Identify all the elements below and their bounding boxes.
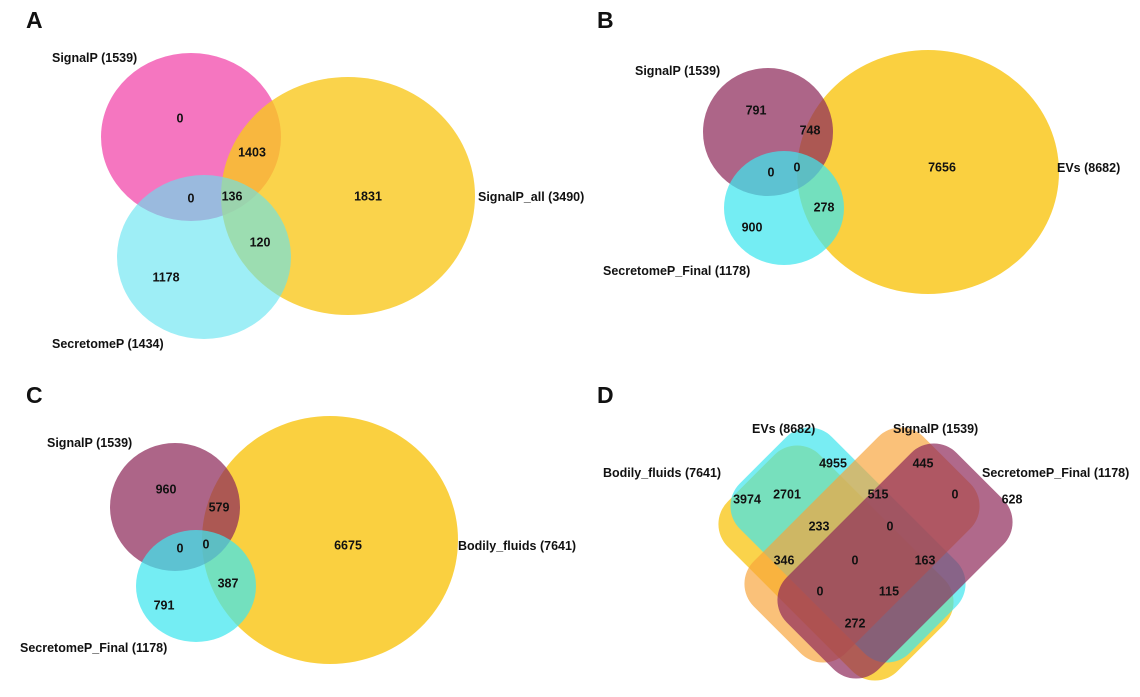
panel-d-count: 0 bbox=[952, 487, 959, 501]
panel-a-count: 1831 bbox=[354, 189, 382, 203]
panel-c-secretomep-label: SecretomeP_Final (1178) bbox=[20, 641, 167, 655]
panel-a-signalp-label: SignalP (1539) bbox=[52, 51, 137, 65]
panel-b-signalp-label: SignalP (1539) bbox=[635, 64, 720, 78]
panel-b-secretomep-circle bbox=[724, 151, 844, 265]
panel-c-count: 579 bbox=[209, 500, 230, 514]
panel-c-count: 791 bbox=[154, 598, 175, 612]
panel-d-count: 0 bbox=[852, 553, 859, 567]
panel-a-count: 0 bbox=[188, 191, 195, 205]
panel-d-count: 0 bbox=[817, 584, 824, 598]
panel-c-bodily-label: Bodily_fluids (7641) bbox=[458, 539, 576, 553]
panel-c-count: 6675 bbox=[334, 538, 362, 552]
panel-b-evs-label: EVs (8682) bbox=[1057, 161, 1120, 175]
panel-a-secretomep-circle bbox=[117, 175, 291, 339]
panel-c-count: 0 bbox=[203, 537, 210, 551]
panel-d-count: 628 bbox=[1002, 492, 1023, 506]
panel-c-bodily-circle bbox=[202, 416, 458, 664]
panel-d: D Bodily_fluids (7641) EVs (8682) Signal… bbox=[597, 382, 1129, 681]
panel-d-bodily-label: Bodily_fluids (7641) bbox=[603, 466, 721, 480]
panel-b-evs-circle bbox=[797, 50, 1059, 294]
panel-c-secretomep-circle bbox=[136, 530, 256, 642]
panel-d-count: 115 bbox=[879, 584, 899, 598]
panel-d-count: 2701 bbox=[773, 487, 801, 501]
panel-b-count: 748 bbox=[800, 123, 821, 137]
panel-a-count: 136 bbox=[222, 189, 243, 203]
panel-d-letter: D bbox=[597, 382, 614, 408]
panel-b-count: 0 bbox=[794, 160, 801, 174]
panel-a: A SignalP (1539) SignalP_all (3490) Secr… bbox=[26, 7, 584, 351]
panel-c-count: 960 bbox=[156, 482, 177, 496]
panel-a-signalp-all-label: SignalP_all (3490) bbox=[478, 190, 584, 204]
panel-d-count: 346 bbox=[774, 553, 795, 567]
panel-c-count: 0 bbox=[177, 541, 184, 555]
panel-b-count: 7656 bbox=[928, 160, 956, 174]
panel-d-count: 272 bbox=[845, 616, 866, 630]
panel-d-count: 4955 bbox=[819, 456, 847, 470]
panel-a-count: 120 bbox=[250, 235, 271, 249]
panel-a-count: 1403 bbox=[238, 145, 266, 159]
panel-d-secretomep-shape bbox=[777, 443, 1013, 679]
panel-c-count: 387 bbox=[218, 576, 239, 590]
panel-c: C SignalP (1539) Bodily_fluids (7641) Se… bbox=[20, 382, 576, 664]
panel-d-count: 3974 bbox=[733, 492, 761, 506]
panel-b-secretomep-label: SecretomeP_Final (1178) bbox=[603, 264, 750, 278]
panel-d-count: 445 bbox=[913, 456, 934, 470]
panel-a-count: 0 bbox=[177, 111, 184, 125]
panel-d-secretomep-label: SecretomeP_Final (1178) bbox=[982, 466, 1129, 480]
panel-d-evs-label: EVs (8682) bbox=[752, 422, 815, 436]
panel-b-count: 900 bbox=[742, 220, 763, 234]
panel-b: B SignalP (1539) EVs (8682) SecretomeP_F… bbox=[597, 7, 1120, 294]
panel-a-count: 1178 bbox=[152, 270, 179, 284]
panel-a-letter: A bbox=[26, 7, 43, 33]
panel-c-letter: C bbox=[26, 382, 43, 408]
panel-b-count: 791 bbox=[746, 103, 767, 117]
panel-d-count: 233 bbox=[809, 519, 830, 533]
panel-d-count: 515 bbox=[868, 487, 889, 501]
panel-c-signalp-label: SignalP (1539) bbox=[47, 436, 132, 450]
panel-d-signalp-label: SignalP (1539) bbox=[893, 422, 978, 436]
panel-b-count: 0 bbox=[768, 165, 775, 179]
panel-b-letter: B bbox=[597, 7, 614, 33]
panel-b-count: 278 bbox=[814, 200, 835, 214]
panel-d-count: 0 bbox=[887, 519, 894, 533]
panel-d-count: 163 bbox=[915, 553, 936, 567]
panel-a-secretomep-label: SecretomeP (1434) bbox=[52, 337, 164, 351]
